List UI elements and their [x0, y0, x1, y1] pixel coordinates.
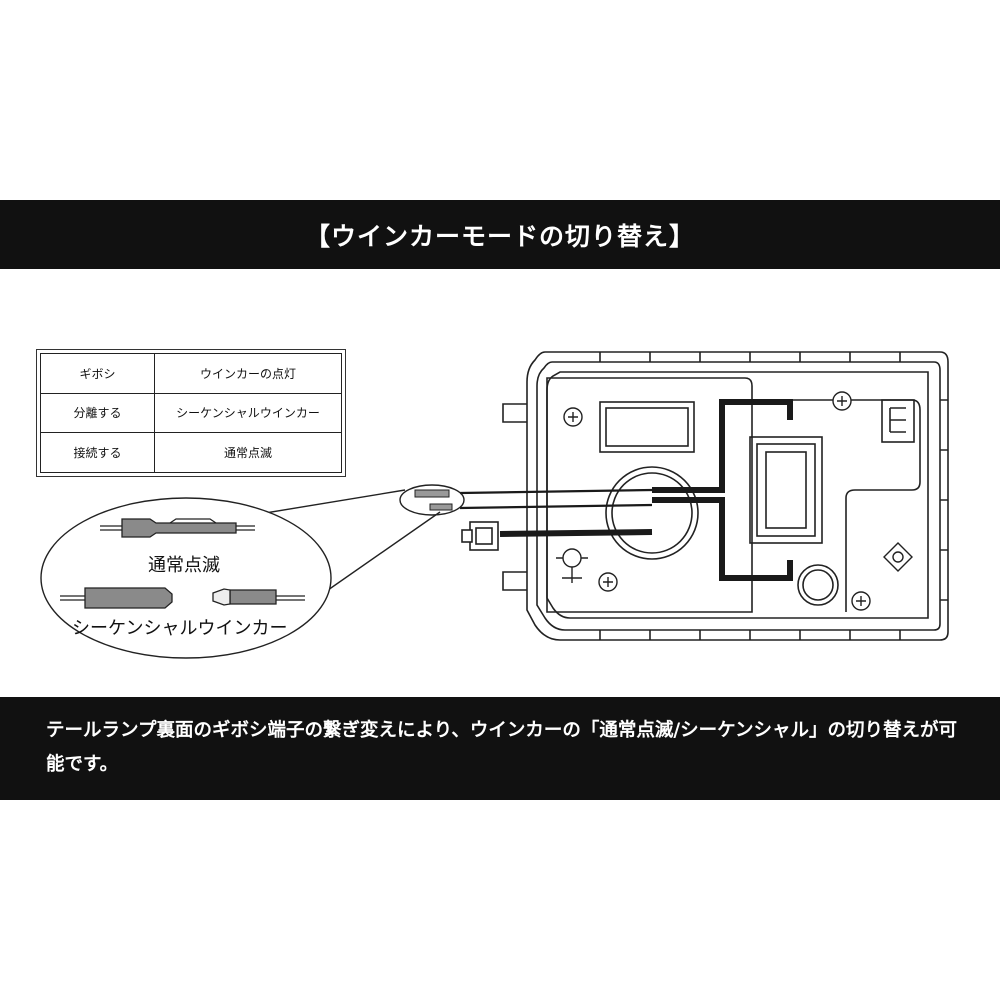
screw-icons: [563, 391, 871, 611]
table-cell: 接続する: [40, 432, 155, 473]
gibosi-separated: [60, 587, 305, 609]
callout-label-sequential: シーケンシャルウインカー: [72, 618, 288, 639]
table-cell: 通常点滅: [154, 432, 342, 473]
title-banner: 【ウインカーモードの切り替え】: [0, 200, 1000, 269]
gibosi-connected: [100, 518, 255, 538]
bulb-socket-icons: [556, 542, 913, 583]
wiring: [459, 399, 793, 581]
gibosi-terminal-small: [414, 489, 453, 511]
table-row: 分離する シーケンシャルウインカー: [40, 392, 342, 434]
mode-table: ギボシ ウインカーの点灯 分離する シーケンシャルウインカー 接続する 通常点滅: [36, 349, 346, 477]
callout: [40, 484, 465, 659]
table-cell: ギボシ: [40, 353, 155, 394]
description-text: テールランプ裏面のギボシ端子の繋ぎ変えにより、ウインカーの「通常点滅/シーケンシ…: [46, 720, 958, 775]
table-cell: 分離する: [40, 392, 155, 434]
description-banner: テールランプ裏面のギボシ端子の繋ぎ変えにより、ウインカーの「通常点滅/シーケンシ…: [0, 697, 1000, 800]
table-row: ギボシ ウインカーの点灯: [40, 353, 342, 394]
tail-lamp-housing: [502, 351, 949, 641]
callout-label-normal: 通常点滅: [148, 555, 220, 576]
table-cell: ウインカーの点灯: [154, 353, 342, 394]
coupler-connector: [461, 521, 499, 551]
table-cell: シーケンシャルウインカー: [154, 392, 342, 434]
page-title: 【ウインカーモードの切り替え】: [304, 221, 695, 251]
table-row: 接続する 通常点滅: [40, 432, 342, 473]
